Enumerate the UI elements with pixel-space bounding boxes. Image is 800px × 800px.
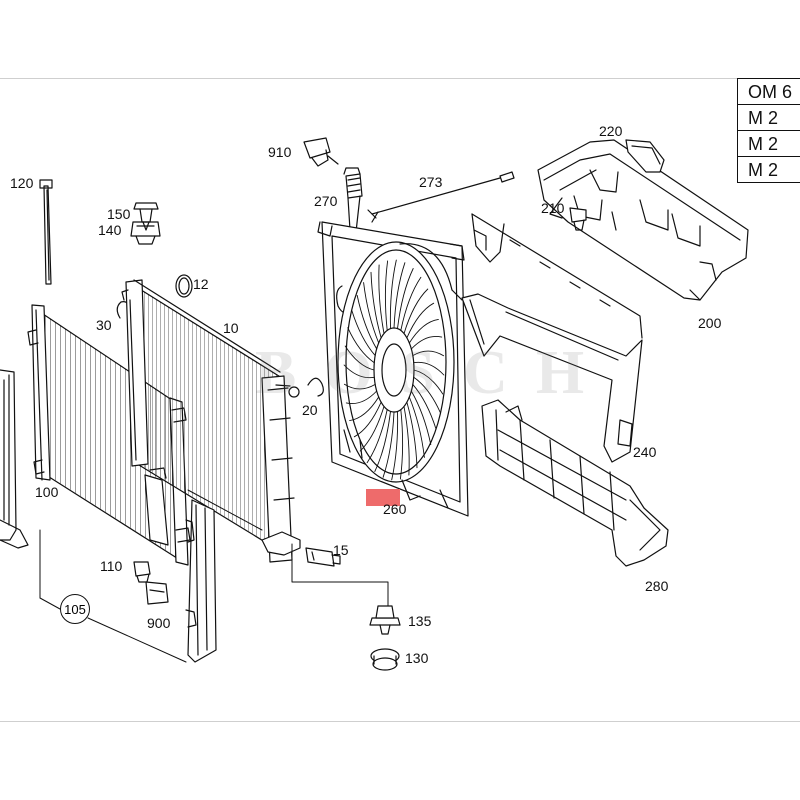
fan-blade: [378, 264, 385, 335]
part-130-seal: [370, 648, 400, 671]
fan-blade: [374, 410, 391, 472]
fan-blade: [356, 295, 378, 350]
fan-blade: [391, 410, 399, 481]
part-900-bracket: [185, 499, 217, 663]
variant-row: M 2: [738, 105, 800, 131]
callout-100: 100: [35, 484, 59, 500]
fan-blade: [349, 396, 380, 422]
callout-130: 130: [405, 650, 429, 666]
fan-blade: [403, 405, 410, 476]
fan-blade: [347, 327, 375, 364]
fan-blade: [384, 260, 389, 331]
part-12-o-ring-inner: [178, 277, 190, 295]
part-270-switch: [343, 167, 363, 233]
callout-140: 140: [98, 222, 122, 238]
highlight-marker: [366, 489, 400, 506]
fan-blade: [389, 259, 397, 330]
callout-135: 135: [408, 613, 432, 629]
part-910-sensor: [303, 137, 339, 167]
part-200-cover: [537, 139, 749, 301]
callout-20: 20: [302, 402, 318, 418]
part-900-grommet: [145, 581, 169, 605]
part-12-o-ring: [175, 274, 193, 298]
part-240-side-frame: [461, 213, 643, 463]
callout-210: 210: [541, 200, 565, 216]
fan-blade: [353, 401, 382, 438]
watermark: BOSCH: [255, 339, 613, 407]
callout-105-circled: 105: [60, 594, 90, 624]
callout-240: 240: [633, 444, 657, 460]
leader-lines: [39, 489, 389, 663]
callout-900: 900: [147, 615, 171, 631]
fan-blade: [410, 390, 432, 445]
callout-200: 200: [698, 315, 722, 331]
variant-row: M 2: [738, 157, 800, 183]
fan-blade: [363, 282, 380, 344]
fan-blade: [345, 390, 378, 404]
part-120-rod: [39, 179, 53, 285]
fan-blade: [397, 268, 414, 330]
fan-blade: [412, 350, 445, 357]
fan-blade: [403, 288, 429, 335]
callout-280: 280: [645, 578, 669, 594]
callout-150: 150: [107, 206, 131, 222]
fan-blade: [413, 361, 445, 376]
fan-blade: [408, 318, 439, 344]
variant-row: M 2: [738, 131, 800, 157]
fan-blade: [343, 383, 376, 390]
fan-blade: [410, 336, 443, 350]
fan-blade: [413, 369, 444, 395]
part-140-grommet: [130, 221, 161, 245]
callout-12: 12: [193, 276, 209, 292]
callout-10: 10: [223, 320, 239, 336]
fan-blade: [408, 396, 425, 458]
fan-blade: [359, 405, 385, 452]
fan-blade: [400, 276, 422, 331]
fan-blade: [382, 411, 395, 478]
callout-15: 15: [333, 542, 349, 558]
fan-blade: [370, 271, 382, 339]
diagram-frame: [0, 78, 800, 722]
part-135-cap: [369, 605, 401, 635]
part-15-sensor: [305, 547, 341, 567]
callout-30: 30: [96, 317, 112, 333]
fan-blade: [406, 302, 435, 339]
fan-blade: [399, 409, 404, 480]
callout-220: 220: [599, 123, 623, 139]
fan-blade: [393, 262, 406, 329]
fan-blade: [351, 310, 376, 357]
fan-blade: [344, 345, 375, 371]
callout-910: 910: [268, 144, 292, 160]
part-10-radiator: [121, 279, 301, 563]
part-110-sensor: [133, 561, 151, 583]
part-280-lower-frame: [481, 399, 669, 567]
callout-120: 120: [10, 175, 34, 191]
part-260-fan-shroud: [317, 221, 469, 517]
variant-row: OM 6: [738, 79, 800, 105]
callout-270: 270: [314, 193, 338, 209]
callout-110: 110: [100, 558, 123, 574]
variant-table: OM 6 M 2 M 2 M 2: [737, 78, 800, 183]
fan-blade: [413, 376, 441, 413]
part-273-cable: [367, 171, 515, 223]
left-side-bracket: [0, 369, 29, 549]
callout-260: 260: [383, 501, 407, 517]
part-20-clip: [307, 377, 324, 397]
fan-blade: [343, 364, 375, 379]
fan-blade: [406, 401, 418, 469]
fan-blade: [412, 383, 437, 430]
part-210-clip: [569, 207, 587, 231]
fan-blade: [366, 409, 388, 464]
callout-273: 273: [419, 174, 443, 190]
part-220-cap: [625, 139, 665, 173]
